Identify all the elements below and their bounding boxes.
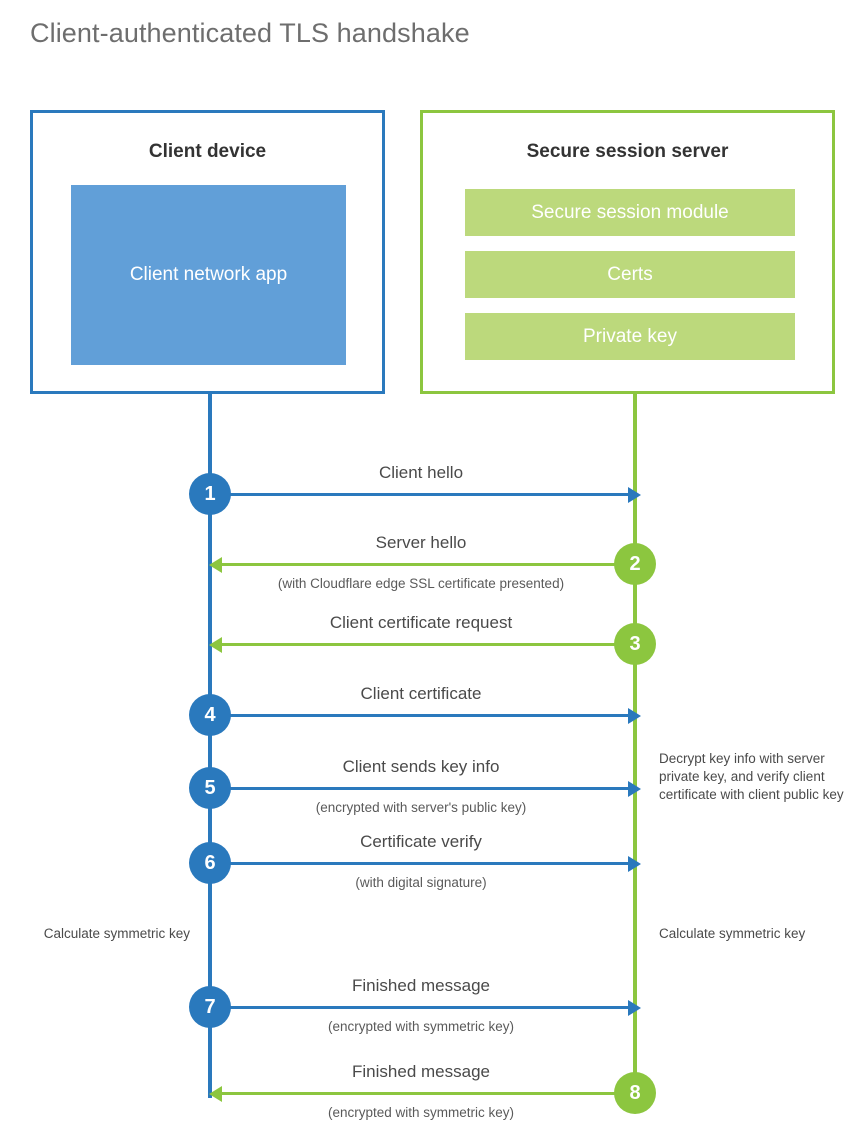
client-device-box: Client device Client network app <box>30 110 385 394</box>
step-number-badge: 2 <box>614 543 656 585</box>
step-number-badge: 5 <box>189 767 231 809</box>
step-arrow-line <box>210 493 631 496</box>
step-arrow-line <box>212 1092 633 1095</box>
client-device-title: Client device <box>148 141 267 162</box>
step-sublabel: (encrypted with symmetric key) <box>327 1019 515 1034</box>
step-sublabel: (encrypted with server's public key) <box>315 800 527 815</box>
step-number-badge: 1 <box>189 473 231 515</box>
server-lifeline <box>633 392 637 1092</box>
page-title: Client-authenticated TLS handshake <box>30 18 470 48</box>
server-component-module: Secure session module <box>465 189 795 236</box>
arrow-head-left-icon <box>209 637 222 653</box>
step-label: Client certificate <box>360 684 482 703</box>
arrow-head-left-icon <box>209 1086 222 1102</box>
step-number-badge: 3 <box>614 623 656 665</box>
step-number-badge: 7 <box>189 986 231 1028</box>
step-sublabel: (with Cloudflare edge SSL certificate pr… <box>277 576 565 591</box>
step-arrow-line <box>212 563 633 566</box>
step-number-badge: 8 <box>614 1072 656 1114</box>
secure-session-server-title: Secure session server <box>526 141 729 162</box>
step-arrow-line <box>210 1006 631 1009</box>
step-number-badge: 4 <box>189 694 231 736</box>
annotation-decrypt-key-info: Decrypt key info with server private key… <box>659 751 844 802</box>
step-label: Client hello <box>378 463 464 482</box>
annotation-calculate-symmetric-key-server: Calculate symmetric key <box>659 926 806 941</box>
server-component-private-key: Private key <box>465 313 795 360</box>
step-label: Server hello <box>375 533 467 552</box>
step-arrow-line <box>210 787 631 790</box>
arrow-head-right-icon <box>628 1000 641 1016</box>
step-arrow-line <box>210 862 631 865</box>
arrow-head-right-icon <box>628 856 641 872</box>
client-lifeline <box>208 392 212 1098</box>
arrow-head-right-icon <box>628 708 641 724</box>
step-number-badge: 6 <box>189 842 231 884</box>
server-component-list: Secure session module Certs Private key <box>465 189 795 360</box>
step-label: Certificate verify <box>360 832 482 851</box>
step-arrow-line <box>210 714 631 717</box>
arrow-head-right-icon <box>628 781 641 797</box>
secure-session-server-box: Secure session server Secure session mod… <box>420 110 835 394</box>
annotation-calculate-symmetric-key-client: Calculate symmetric key <box>43 926 190 941</box>
arrow-head-right-icon <box>628 487 641 503</box>
step-label: Finished message <box>352 1062 490 1081</box>
step-sublabel: (encrypted with symmetric key) <box>327 1105 515 1120</box>
step-arrow-line <box>212 643 633 646</box>
step-label: Finished message <box>352 976 490 995</box>
client-network-app-block: Client network app <box>71 185 346 365</box>
server-component-certs: Certs <box>465 251 795 298</box>
step-sublabel: (with digital signature) <box>355 875 487 890</box>
step-label: Client sends key info <box>342 757 500 776</box>
step-label: Client certificate request <box>329 613 513 632</box>
arrow-head-left-icon <box>209 557 222 573</box>
